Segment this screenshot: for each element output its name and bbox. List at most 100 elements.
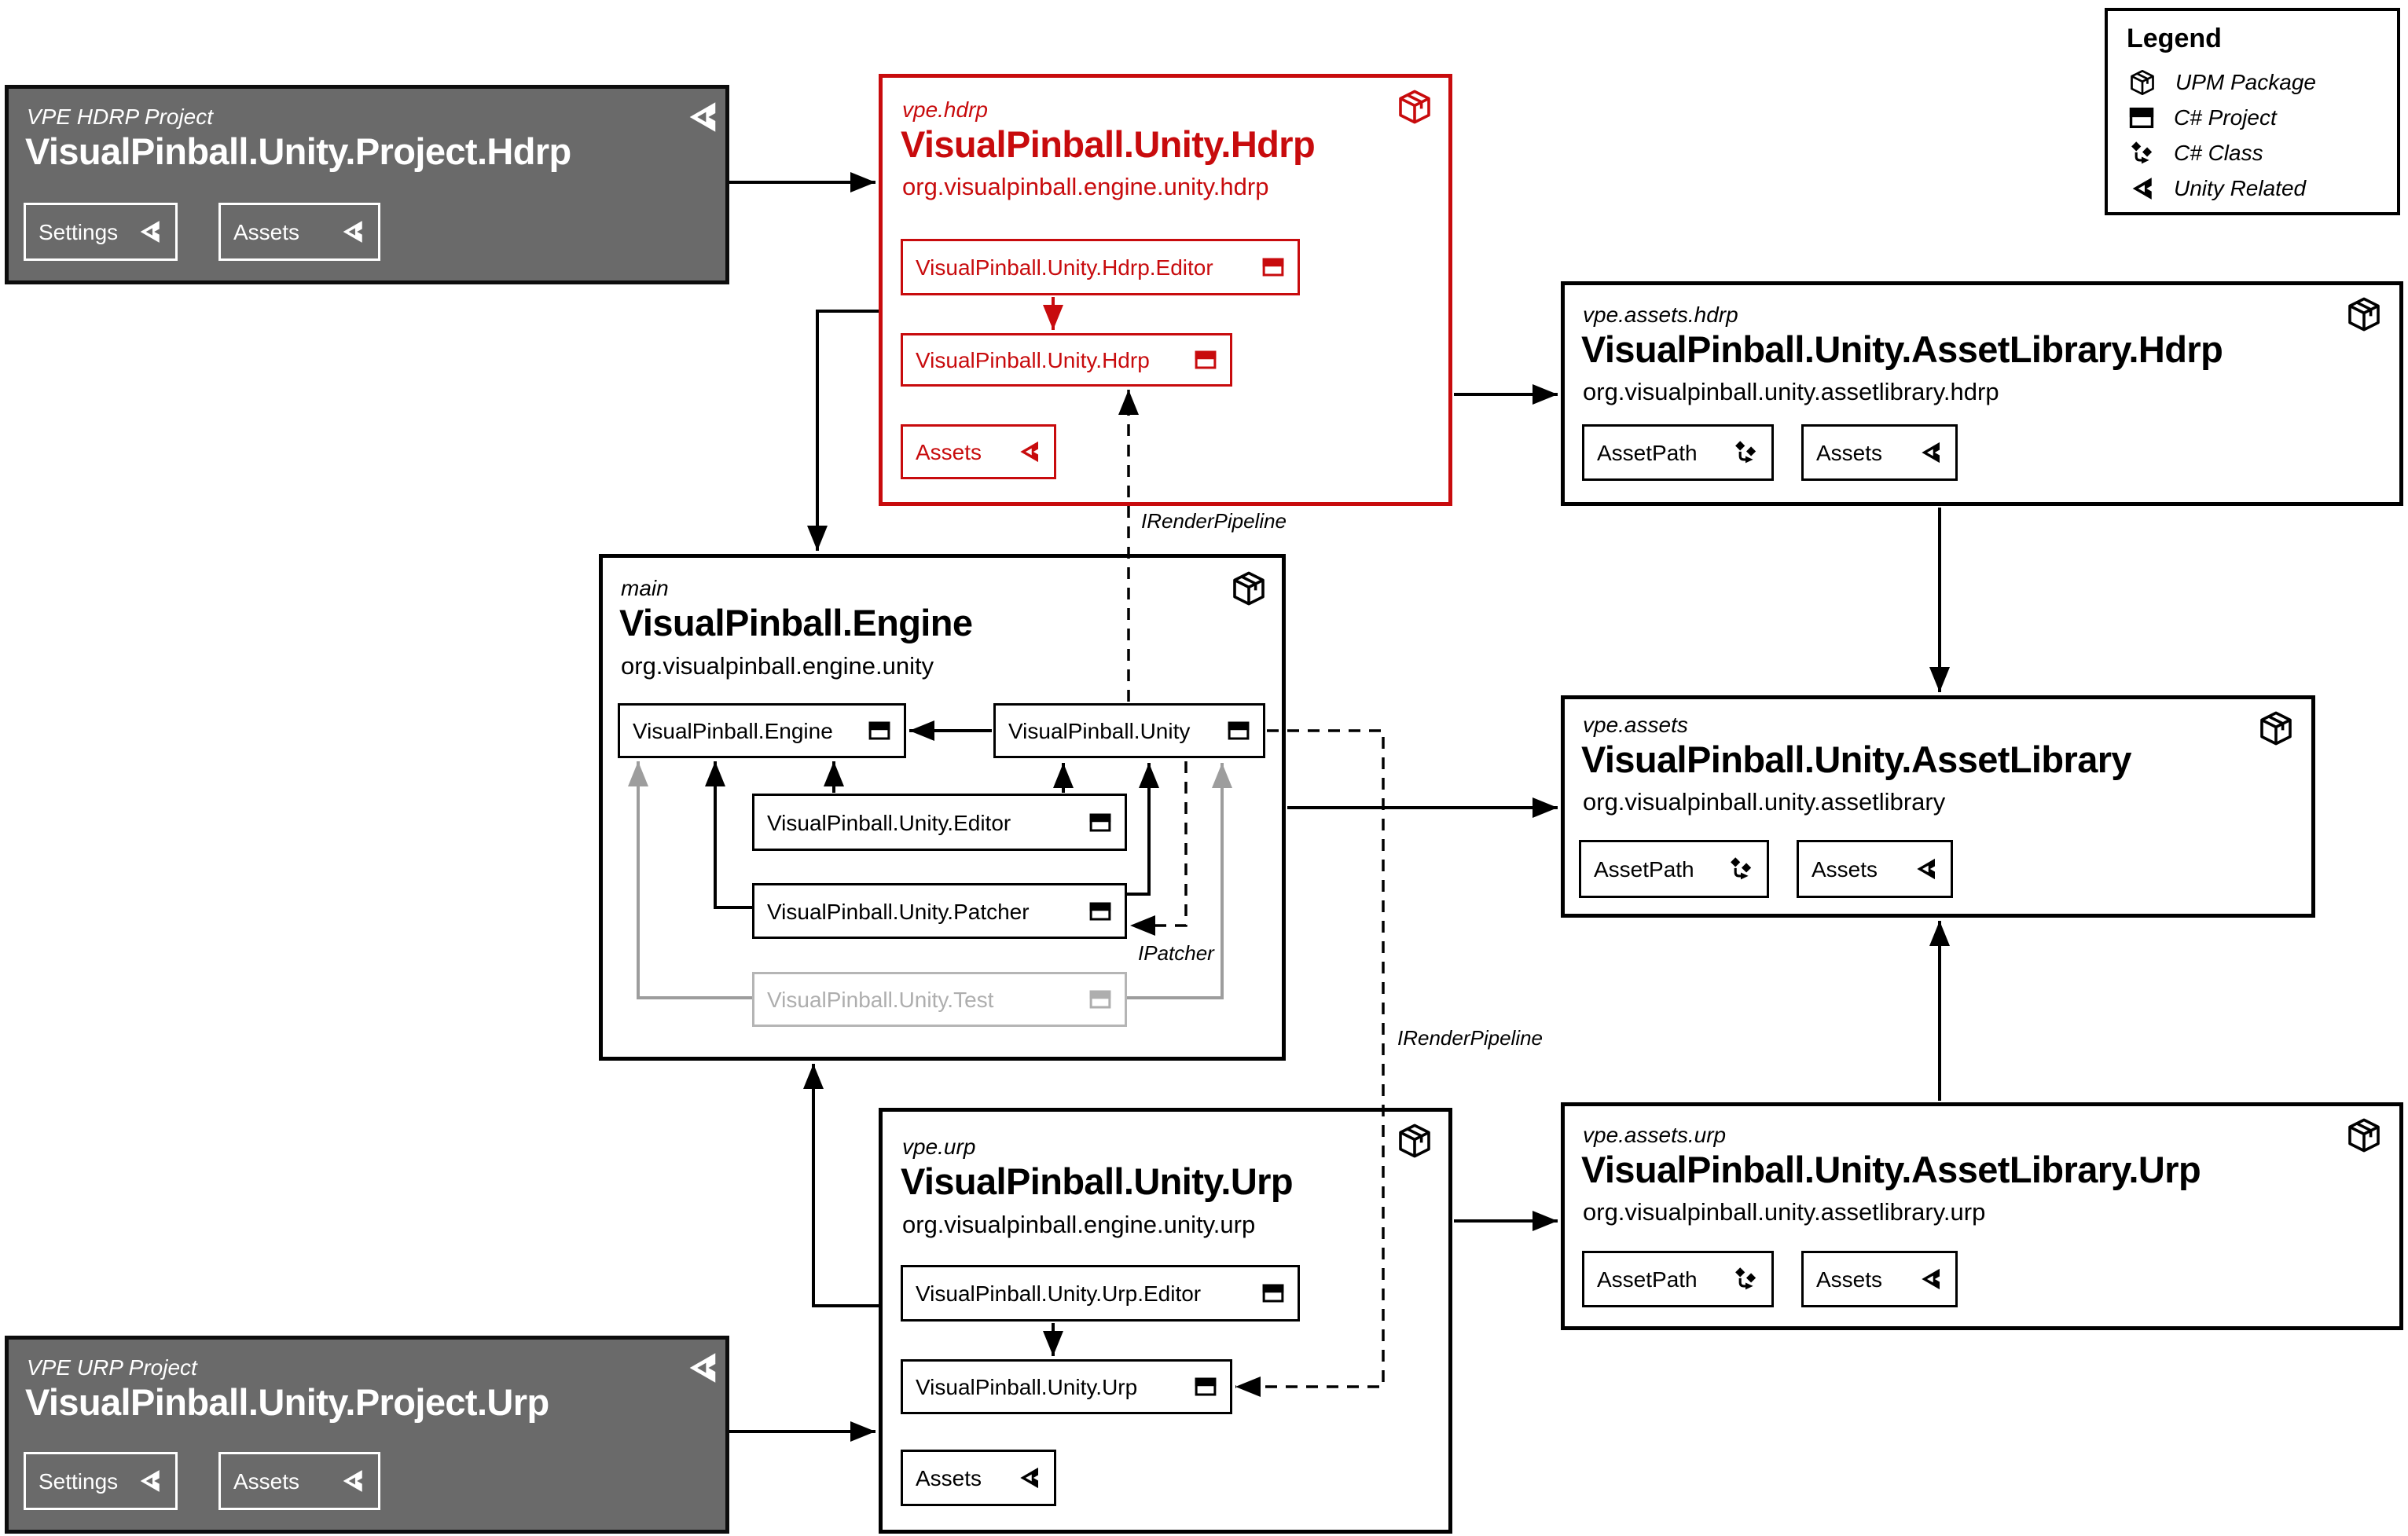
legend-item: C# Class: [2128, 135, 2384, 170]
folder-chip-assets: Assets: [1801, 424, 1958, 481]
package-assets-urp: vpe.assets.urp VisualPinball.Unity.Asset…: [1561, 1102, 2403, 1330]
chip-label: VisualPinball.Unity.Test: [767, 988, 994, 1012]
package-id: org.visualpinball.unity.assetlibrary.hdr…: [1583, 378, 1999, 405]
chip-label: VisualPinball.Unity.Urp.Editor: [916, 1281, 1202, 1306]
folder-chip-assets: Assets: [1801, 1251, 1958, 1307]
unity-icon: [684, 1350, 720, 1386]
package-icon: [1230, 570, 1268, 607]
edge-vpe-urp-to-main: [803, 1064, 879, 1307]
package-id: org.visualpinball.unity.assetlibrary: [1583, 788, 1946, 816]
package-icon: [2345, 1116, 2383, 1154]
package-title: VisualPinball.Unity.AssetLibrary.Hdrp: [1581, 328, 2223, 370]
package-kind: main: [621, 576, 669, 600]
legend-item: Unity Related: [2128, 170, 2384, 206]
chip-label: Settings: [39, 1469, 119, 1494]
csclass-icon: [2128, 140, 2155, 167]
csproject-icon: [2128, 104, 2155, 131]
package-kind: VPE URP Project: [27, 1355, 197, 1380]
class-chip-assetpath: AssetPath: [1579, 840, 1769, 898]
package-title: VisualPinball.Unity.Project.Urp: [25, 1381, 549, 1423]
chip-label: AssetPath: [1597, 1267, 1698, 1292]
class-chip-assetpath: AssetPath: [1582, 1251, 1774, 1307]
csproject-icon: [1088, 811, 1112, 834]
unity-icon: [1016, 1465, 1041, 1490]
chip-label: Assets: [916, 440, 982, 464]
unity-icon: [1918, 1267, 1943, 1292]
package-icon: [1396, 88, 1433, 126]
chip-label: AssetPath: [1594, 857, 1694, 882]
package-kind: vpe.hdrp: [902, 97, 988, 122]
folder-chip-assets: Assets: [1797, 840, 1953, 898]
chip-label: VisualPinball.Unity.Hdrp: [916, 348, 1150, 372]
package-assets-hdrp: vpe.assets.hdrp VisualPinball.Unity.Asse…: [1561, 281, 2403, 506]
package-title: VisualPinball.Unity.Urp: [901, 1160, 1294, 1202]
project-chip-hdrp-editor: VisualPinball.Unity.Hdrp.Editor: [901, 239, 1300, 295]
package-main: main VisualPinball.Engine org.visualpinb…: [599, 554, 1286, 1061]
legend: Legend UPM Package C# Project C# Class U…: [2105, 8, 2400, 215]
unity-icon: [339, 1468, 365, 1494]
legend-item: C# Project: [2128, 100, 2384, 135]
csproject-icon: [1261, 255, 1285, 279]
package-id: org.visualpinball.engine.unity: [621, 652, 934, 680]
legend-label: UPM Package: [2175, 69, 2316, 94]
package-kind: vpe.urp: [902, 1135, 976, 1159]
edge-label-ipatcher: IPatcher: [1138, 941, 1214, 965]
csproject-icon: [1194, 348, 1217, 372]
package-assets: vpe.assets VisualPinball.Unity.AssetLibr…: [1561, 695, 2315, 918]
package-vpe-hdrp: vpe.hdrp VisualPinball.Unity.Hdrp org.vi…: [879, 74, 1452, 506]
csproject-icon: [1088, 988, 1112, 1011]
unity-icon: [136, 218, 163, 245]
package-title: VisualPinball.Unity.AssetLibrary: [1581, 739, 2132, 780]
package-kind: vpe.assets: [1583, 713, 1688, 737]
chip-label: VisualPinball.Unity.Hdrp.Editor: [916, 255, 1213, 280]
package-hdrp-project: VPE HDRP Project VisualPinball.Unity.Pro…: [5, 85, 729, 284]
project-chip-unity: VisualPinball.Unity: [993, 703, 1265, 758]
unity-icon: [684, 99, 720, 135]
legend-title: Legend: [2127, 24, 2222, 53]
package-icon: [2257, 709, 2295, 747]
csclass-icon: [1732, 1266, 1759, 1292]
project-chip-unity-patcher: VisualPinball.Unity.Patcher: [752, 883, 1127, 939]
csproject-icon: [1261, 1281, 1285, 1305]
unity-icon: [2128, 175, 2155, 202]
chip-label: VisualPinball.Unity.Editor: [767, 810, 1011, 835]
package-vpe-urp: vpe.urp VisualPinball.Unity.Urp org.visu…: [879, 1108, 1452, 1534]
chip-label: Assets: [916, 1466, 982, 1490]
unity-icon: [1918, 440, 1943, 465]
unity-icon: [339, 218, 365, 245]
chip-label: VisualPinball.Unity.Urp: [916, 1375, 1138, 1399]
edge-label-irenderpipeline-hdrp: IRenderPipeline: [1141, 509, 1287, 533]
package-title: VisualPinball.Engine: [619, 602, 973, 643]
legend-label: Unity Related: [2174, 175, 2307, 200]
folder-chip-settings: Settings: [24, 1452, 178, 1510]
chip-label: Assets: [1816, 441, 1883, 465]
edge-vpe-hdrp-to-main: [807, 310, 879, 551]
csproject-icon: [1088, 900, 1112, 923]
folder-chip-assets: Assets: [901, 1450, 1056, 1506]
chip-label: VisualPinball.Unity: [1008, 719, 1191, 743]
project-chip-unity-editor: VisualPinball.Unity.Editor: [752, 794, 1127, 851]
chip-label: VisualPinball.Engine: [633, 719, 833, 743]
csproject-icon: [1227, 719, 1250, 742]
folder-chip-settings: Settings: [24, 203, 178, 261]
project-chip-hdrp: VisualPinball.Unity.Hdrp: [901, 333, 1232, 387]
unity-icon: [136, 1468, 163, 1494]
package-title: VisualPinball.Unity.AssetLibrary.Urp: [1581, 1149, 2201, 1190]
csproject-icon: [868, 719, 891, 742]
chip-label: Assets: [233, 220, 300, 244]
package-id: org.visualpinball.engine.unity.hdrp: [902, 173, 1269, 200]
csclass-icon: [1732, 439, 1759, 466]
legend-items: UPM Package C# Project C# Class Unity Re…: [2128, 64, 2384, 206]
chip-label: AssetPath: [1597, 441, 1698, 465]
folder-chip-assets: Assets: [218, 1452, 380, 1510]
class-chip-assetpath: AssetPath: [1582, 424, 1774, 481]
chip-label: Assets: [1812, 857, 1878, 882]
csproject-icon: [1194, 1375, 1217, 1399]
chip-label: Assets: [233, 1469, 300, 1494]
folder-chip-assets: Assets: [218, 203, 380, 261]
project-chip-urp: VisualPinball.Unity.Urp: [901, 1359, 1232, 1414]
package-id: org.visualpinball.unity.assetlibrary.urp: [1583, 1198, 1986, 1226]
package-urp-project: VPE URP Project VisualPinball.Unity.Proj…: [5, 1336, 729, 1534]
package-icon: [1396, 1122, 1433, 1160]
edge-label-irenderpipeline-urp: IRenderPipeline: [1397, 1026, 1544, 1050]
